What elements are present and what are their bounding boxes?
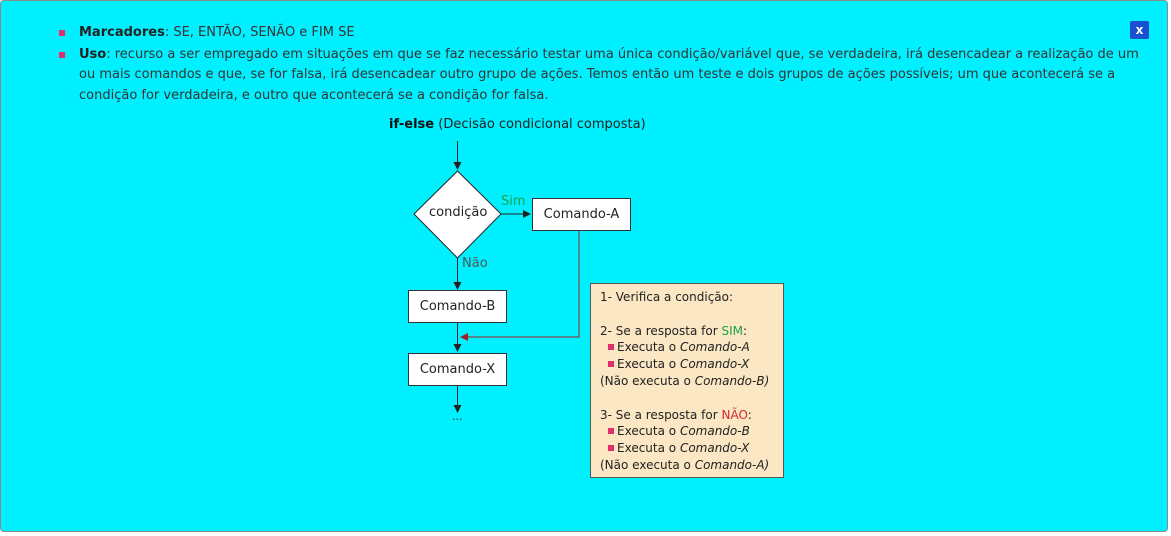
step3-a-cmd: Comando-B <box>679 424 750 439</box>
step3-note-cmd: Comando-A) <box>694 457 770 472</box>
bullet-square-icon <box>608 344 614 351</box>
flow-title: if-else (Decisão condicional composta) <box>389 117 646 132</box>
command-b-box: Comando-B <box>408 290 507 323</box>
step3-post: : <box>747 407 752 422</box>
step2-note-pre: (Não executa o <box>600 373 695 388</box>
step3-line-b: Executa o Comando-B <box>600 423 774 440</box>
command-a-box: Comando-A <box>532 198 631 231</box>
condition-label: condição <box>429 205 488 220</box>
flow-title-rest: (Decisão condicional composta) <box>434 117 646 132</box>
marcadores-label: Marcadores <box>79 25 165 40</box>
step2-note-cmd: Comando-B) <box>694 373 770 388</box>
ellipsis-label: ... <box>452 410 463 423</box>
marcadores-text: : SE, ENTÃO, SENÃO e FIM SE <box>164 25 355 40</box>
step2-a-cmd: Comando-A <box>679 340 750 355</box>
step2-line-a: Executa o Comando-A <box>600 339 774 356</box>
step2-key: SIM <box>721 323 743 338</box>
flow-title-bold: if-else <box>389 117 435 132</box>
step3-a-pre: Executa o <box>617 424 680 439</box>
arrow-a-return <box>460 230 580 341</box>
bullet-square-icon <box>608 361 614 368</box>
bullet-marcadores: Marcadores: SE, ENTÃO, SENÃO e FIM SE <box>59 23 1149 44</box>
bullet-uso: Uso: recurso a ser empregado em situaçõe… <box>59 45 1149 107</box>
bullet-square-icon <box>608 445 614 452</box>
bullet-square-icon <box>608 428 614 435</box>
step2-note: (Não executa o Comando-B) <box>600 373 774 390</box>
bullet-list: Marcadores: SE, ENTÃO, SENÃO e FIM SE Us… <box>59 23 1149 107</box>
no-label: Não <box>462 256 488 271</box>
explanation-box: 1- Verifica a condição: 2- Se a resposta… <box>590 283 784 478</box>
bullet-square-icon <box>59 51 65 58</box>
bullet-square-icon <box>59 30 65 36</box>
uso-label: Uso <box>79 46 107 62</box>
step2-b-pre: Executa o <box>617 357 680 372</box>
step2-post: : <box>742 323 748 338</box>
uso-text: : recurso a ser empregado em situações e… <box>79 46 1139 103</box>
step3-b-pre: Executa o <box>617 441 680 456</box>
step3-header: 3- Se a resposta for NÃO: <box>600 407 774 424</box>
command-x-box: Comando-X <box>408 353 507 386</box>
step3-note: (Não executa o Comando-A) <box>600 457 774 474</box>
step3-note-pre: (Não executa o <box>600 457 695 472</box>
step2-header: 2- Se a resposta for SIM: <box>600 323 774 340</box>
step2-a-pre: Executa o <box>617 340 680 355</box>
step3-b-cmd: Comando-X <box>679 441 750 456</box>
yes-label: Sim <box>501 194 526 209</box>
step3-pre: 3- Se a resposta for <box>600 407 722 422</box>
step2-b-cmd: Comando-X <box>679 357 750 372</box>
close-button[interactable]: x <box>1130 21 1149 39</box>
step2-line-x: Executa o Comando-X <box>600 356 774 373</box>
step1-text: 1- Verifica a condição: <box>600 290 734 304</box>
step2-pre: 2- Se a resposta for <box>600 323 722 338</box>
step3-line-x: Executa o Comando-X <box>600 440 774 457</box>
step3-key: NÃO <box>721 407 748 422</box>
